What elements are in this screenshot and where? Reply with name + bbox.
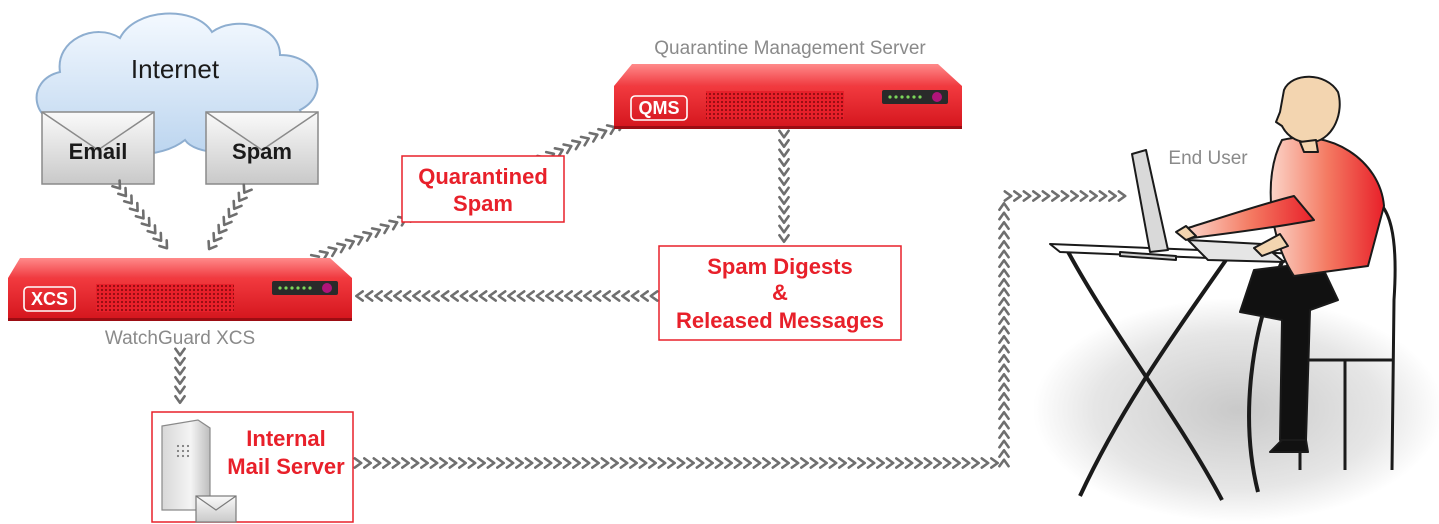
- chevron-chain: [111, 179, 169, 250]
- xcs-caption: WatchGuard XCS: [105, 328, 255, 349]
- user-riser-arrow: [998, 202, 1010, 468]
- mailserver-to-user-arrow: [353, 457, 999, 469]
- svg-text:QMS: QMS: [638, 98, 679, 118]
- internet-label: Internet: [131, 54, 220, 84]
- email-label: Email: [69, 139, 128, 164]
- xcs-badge: XCS: [23, 286, 76, 312]
- mail-server-line-2: Mail Server: [227, 454, 345, 479]
- chevron-chain: [353, 457, 999, 469]
- envelope-icon: [205, 111, 319, 185]
- spam-label: Spam: [232, 139, 292, 164]
- qms-to-digests-arrow: [778, 129, 790, 243]
- floor-shadow: [1033, 298, 1439, 522]
- person-at-desk-icon: [1049, 75, 1397, 501]
- rack-appliance-icon: [614, 64, 962, 129]
- qms-caption: Quarantine Management Server: [654, 38, 926, 59]
- callout-line-2: &: [772, 280, 788, 305]
- qms-appliance: Quarantine Management Server QMS: [614, 38, 962, 129]
- chevron-chain: [355, 290, 659, 302]
- internal-mail-server: Internal Mail Server: [151, 411, 354, 523]
- tower-server-icon: [161, 419, 211, 511]
- end-user: End User: [1033, 75, 1439, 522]
- xcs-to-mailserver-arrow: [174, 347, 186, 404]
- chevron-chain: [207, 183, 253, 251]
- flow-connectors: [111, 112, 1127, 469]
- envelope-icon: [195, 495, 237, 523]
- rack-appliance-icon: [8, 258, 352, 321]
- callout-line-1: Spam Digests: [707, 254, 853, 279]
- spam-digests-callout: Spam Digests & Released Messages: [658, 245, 902, 341]
- end-user-caption: End User: [1168, 148, 1248, 169]
- svg-text:XCS: XCS: [31, 289, 68, 309]
- riser-to-desk-arrow: [1003, 190, 1127, 202]
- quarantined-spam-callout: Quarantined Spam: [401, 155, 565, 223]
- chevron-chain: [174, 347, 186, 404]
- envelope-icon: [41, 111, 155, 185]
- chevron-chain: [998, 202, 1010, 468]
- chevron-chain: [778, 129, 790, 243]
- email-envelope: Email: [41, 111, 155, 185]
- callout-line-3: Released Messages: [676, 308, 884, 333]
- digests-to-xcs-arrow: [355, 290, 659, 302]
- xcs-appliance: XCS WatchGuard XCS: [8, 258, 352, 349]
- callout-line-1: Quarantined: [418, 164, 548, 189]
- qms-badge: QMS: [630, 95, 688, 121]
- spam-to-xcs-arrow: [207, 183, 253, 251]
- email-to-xcs-arrow: [111, 179, 169, 250]
- chevron-chain: [1003, 190, 1127, 202]
- callout-line-2: Spam: [453, 191, 513, 216]
- mail-server-line-1: Internal: [246, 426, 325, 451]
- spam-envelope: Spam: [205, 111, 319, 185]
